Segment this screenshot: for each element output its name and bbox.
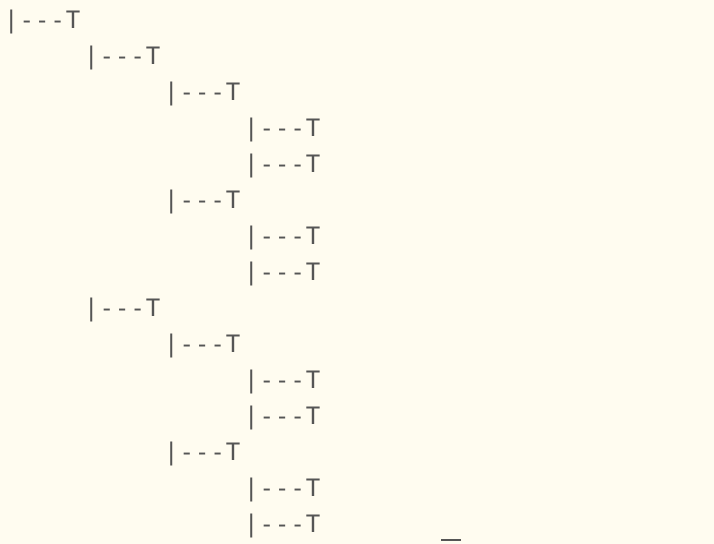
tree-node: |---T xyxy=(164,186,242,214)
tree-node: |---T xyxy=(84,42,162,70)
tree-node: |---T xyxy=(164,78,242,106)
tree-node: |---T xyxy=(244,114,322,142)
tree-node: |---T xyxy=(164,330,242,358)
tree-node: |---T xyxy=(4,6,82,34)
tree-node: |---T xyxy=(244,510,322,538)
tree-node: |---T xyxy=(244,366,322,394)
tree-node: |---T xyxy=(244,402,322,430)
tree-node: |---T xyxy=(244,150,322,178)
tree-node: |---T xyxy=(244,222,322,250)
tree-node: |---T xyxy=(244,258,322,286)
tree-node: |---T xyxy=(244,474,322,502)
cut-off-node-mark xyxy=(441,539,461,541)
tree-node: |---T xyxy=(164,438,242,466)
tree-node: |---T xyxy=(84,294,162,322)
